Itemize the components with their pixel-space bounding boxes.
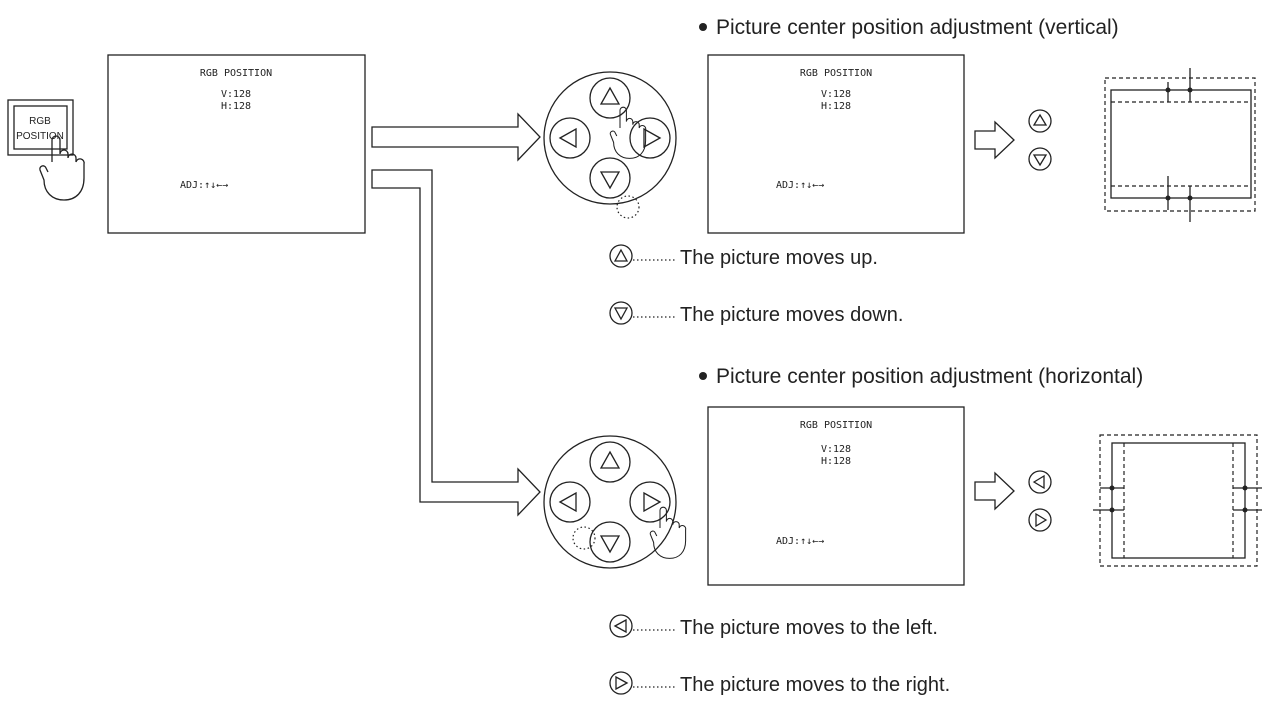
pad-down-button[interactable] [590, 158, 630, 198]
main-screen-adj: ADJ:↑↓←→ [180, 180, 228, 191]
pad-down-button[interactable] [590, 522, 630, 562]
pointing-hand-icon [610, 107, 645, 158]
legend-right: The picture moves to the right. [610, 672, 950, 696]
vertical-caption: Picture center position adjustment (vert… [716, 16, 1119, 39]
up-symbol-icon [1029, 110, 1051, 132]
pad-left-button[interactable] [550, 118, 590, 158]
vertical-screen-adj: ADJ:↑↓←→ [776, 180, 824, 191]
press-indicator [617, 196, 639, 218]
pad-left-button[interactable] [550, 482, 590, 522]
control-pad-horizontal [544, 436, 676, 568]
vertical-screen-title: RGB POSITION [800, 68, 872, 79]
vertical-shift-illustration [1105, 68, 1255, 222]
down-symbol-icon [610, 302, 632, 324]
pad-up-button[interactable] [590, 78, 630, 118]
rgb-position-button[interactable]: RGB POSITION [8, 100, 73, 155]
rgb-position-button-line1: RGB [29, 116, 51, 127]
vertical-screen-v-value: V:128 [821, 89, 851, 100]
small-arrow-vertical [975, 122, 1014, 158]
control-pad-vertical [544, 72, 676, 218]
main-screen [108, 55, 365, 233]
up-symbol-icon [610, 245, 632, 267]
bullet-icon [699, 23, 707, 31]
legend-up: The picture moves up. [610, 245, 878, 269]
right-symbol-icon [1029, 509, 1051, 531]
pad-right-button[interactable] [630, 482, 670, 522]
horizontal-screen-h-value: H:128 [821, 456, 851, 467]
left-symbol-icon [610, 615, 632, 637]
legend-left: The picture moves to the left. [610, 615, 938, 639]
pointing-hand-icon [40, 136, 84, 200]
main-screen-h-value: H:128 [221, 101, 251, 112]
horizontal-caption: Picture center position adjustment (hori… [716, 365, 1143, 388]
legend-down-text: The picture moves down. [680, 304, 903, 326]
bullet-icon [699, 372, 707, 380]
left-symbol-icon [1029, 471, 1051, 493]
vertical-screen-h-value: H:128 [821, 101, 851, 112]
legend-up-text: The picture moves up. [680, 247, 878, 269]
press-indicator [573, 527, 595, 549]
small-arrow-horizontal [975, 473, 1014, 509]
pad-right-button[interactable] [630, 118, 670, 158]
main-screen-title: RGB POSITION [200, 68, 272, 79]
pad-up-button[interactable] [590, 442, 630, 482]
horizontal-screen-v-value: V:128 [821, 444, 851, 455]
arrow-to-horizontal [372, 170, 540, 515]
right-symbol-icon [610, 672, 632, 694]
arrow-to-vertical [372, 114, 540, 160]
legend-right-text: The picture moves to the right. [680, 674, 950, 696]
legend-down: The picture moves down. [610, 302, 903, 326]
horizontal-screen [708, 407, 964, 585]
horizontal-screen-title: RGB POSITION [800, 420, 872, 431]
legend-left-text: The picture moves to the left. [680, 617, 938, 639]
down-symbol-icon [1029, 148, 1051, 170]
horizontal-screen-adj: ADJ:↑↓←→ [776, 536, 824, 547]
main-screen-v-value: V:128 [221, 89, 251, 100]
horizontal-shift-illustration [1093, 435, 1262, 566]
vertical-screen [708, 55, 964, 233]
